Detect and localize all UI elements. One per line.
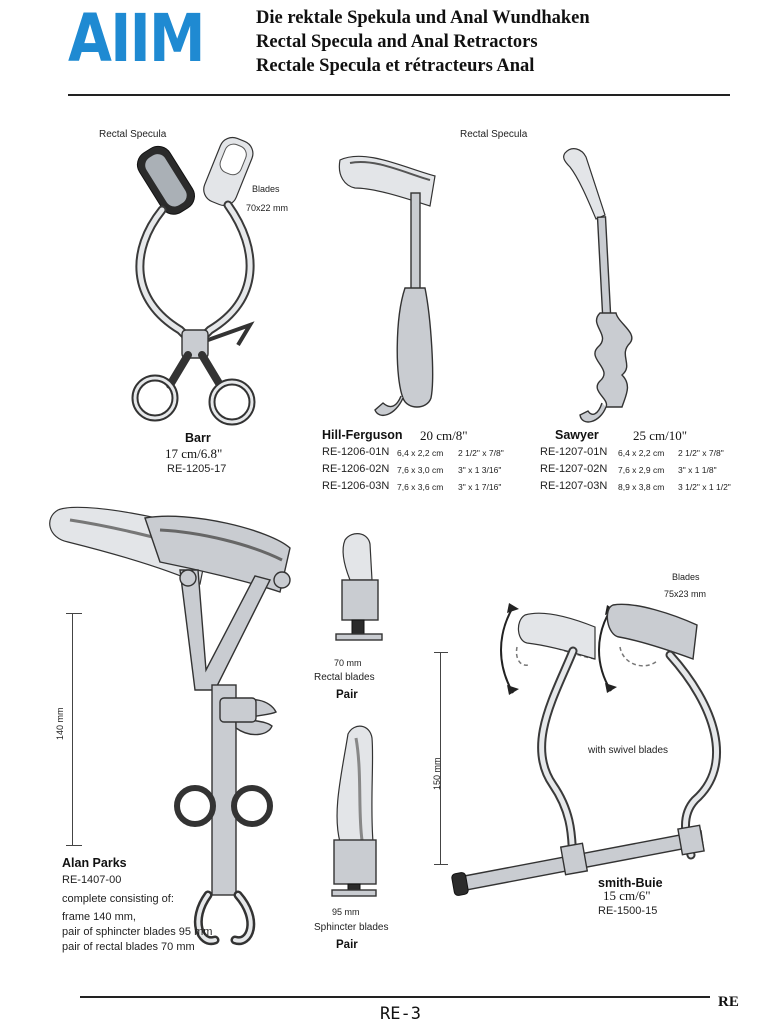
barr-name: Barr bbox=[185, 431, 211, 445]
barr-size: 17 cm/6.8" bbox=[165, 446, 223, 461]
row-metric: 8,9 x 3,8 cm bbox=[618, 482, 665, 492]
sphincter-blades-dim: 95 mm bbox=[332, 907, 360, 917]
row-metric: 7,6 x 2,9 cm bbox=[618, 465, 665, 475]
hill-ferguson-name: Hill-Ferguson bbox=[322, 428, 403, 442]
row-inch: 2 1/2" x 7/8" bbox=[458, 448, 504, 458]
alan-parks-desc-line: pair of rectal blades 70 mm bbox=[62, 941, 195, 953]
row-metric: 7,6 x 3,0 cm bbox=[397, 465, 444, 475]
hill-ferguson-illustration bbox=[338, 155, 436, 417]
sphincter-blades-pair: Pair bbox=[336, 939, 358, 951]
smith-buie-name: smith-Buie bbox=[598, 876, 663, 890]
row-metric: 6,4 x 2,2 cm bbox=[397, 448, 444, 458]
rectal-blades-dim: 70 mm bbox=[334, 658, 362, 668]
barr-blades-label: Blades bbox=[252, 184, 280, 194]
row-inch: 3" x 1 7/16" bbox=[458, 482, 502, 492]
row-code: RE-1206-02N bbox=[322, 463, 390, 475]
alan-parks-code: RE-1407-00 bbox=[62, 874, 122, 886]
row-metric: 6,4 x 2,2 cm bbox=[618, 448, 665, 458]
smith-buie-swivel-label: with swivel blades bbox=[588, 745, 669, 756]
alan-parks-name: Alan Parks bbox=[62, 856, 127, 870]
dimension-tick-bottom bbox=[66, 845, 82, 846]
section-tag: RE bbox=[718, 994, 739, 1010]
row-metric: 7,6 x 3,6 cm bbox=[397, 482, 444, 492]
barr-blades-dim: 70x22 mm bbox=[246, 203, 289, 213]
alan-parks-desc-line: frame 140 mm, bbox=[62, 911, 136, 923]
row-code: RE-1207-02N bbox=[540, 463, 608, 475]
row-inch: 3" x 1 1/8" bbox=[678, 465, 717, 475]
alan-parks-desc-line: pair of sphincter blades 95 mm bbox=[62, 926, 213, 938]
row-code: RE-1206-01N bbox=[322, 446, 390, 458]
sawyer-name: Sawyer bbox=[555, 428, 599, 442]
specula-section-label: Rectal Specula bbox=[460, 129, 528, 140]
smith-buie-dimension-line bbox=[440, 652, 441, 864]
alan-parks-dim-label: 140 mm bbox=[55, 707, 65, 740]
title-german: Die rektale Spekula und Anal Wundhaken bbox=[256, 8, 590, 28]
dimension-tick-bottom bbox=[434, 864, 448, 865]
row-inch: 3" x 1 3/16" bbox=[458, 465, 502, 475]
smith-buie-size: 15 cm/6" bbox=[603, 888, 651, 903]
barr-code: RE-1205-17 bbox=[167, 463, 227, 475]
alan-parks-desc-line: complete consisting of: bbox=[62, 893, 174, 905]
title-english: Rectal Specula and Anal Retractors bbox=[256, 32, 538, 52]
row-code: RE-1207-01N bbox=[540, 446, 608, 458]
row-code: RE-1207-03N bbox=[540, 480, 608, 492]
alan-parks-dimension-line bbox=[72, 613, 73, 845]
smith-buie-dim-label: 150 mm bbox=[432, 757, 442, 790]
sphincter-blade-illustration bbox=[331, 725, 377, 897]
hill-ferguson-size: 20 cm/8" bbox=[420, 428, 468, 443]
alan-parks-retractor-illustration bbox=[49, 506, 291, 946]
page-number: RE-3 bbox=[380, 1004, 421, 1024]
rectal-blade-illustration bbox=[335, 533, 383, 641]
dimension-tick-top bbox=[66, 613, 82, 614]
sawyer-illustration bbox=[563, 148, 633, 423]
barr-retractor-illustration bbox=[131, 136, 256, 426]
row-inch: 2 1/2" x 7/8" bbox=[678, 448, 724, 458]
smith-buie-blades-label: Blades bbox=[672, 572, 700, 582]
smith-buie-blades-dim: 75x23 mm bbox=[664, 589, 707, 599]
smith-buie-code: RE-1500-15 bbox=[598, 905, 658, 917]
title-french: Rectale Specula et rétracteurs Anal bbox=[256, 56, 535, 76]
row-code: RE-1206-03N bbox=[322, 480, 390, 492]
footer-rule bbox=[80, 996, 710, 998]
sawyer-size: 25 cm/10" bbox=[633, 428, 688, 443]
rectal-blades-pair: Pair bbox=[336, 689, 358, 701]
sphincter-blades-label: Sphincter blades bbox=[314, 922, 389, 933]
smith-buie-retractor-illustration bbox=[451, 603, 721, 896]
rectal-blades-label: Rectal blades bbox=[314, 672, 375, 683]
row-inch: 3 1/2" x 1 1/2" bbox=[678, 482, 731, 492]
brand-logo: AIIM bbox=[68, 0, 205, 77]
barr-section-label: Rectal Specula bbox=[99, 129, 167, 140]
header-rule bbox=[68, 94, 730, 96]
dimension-tick-top bbox=[434, 652, 448, 653]
